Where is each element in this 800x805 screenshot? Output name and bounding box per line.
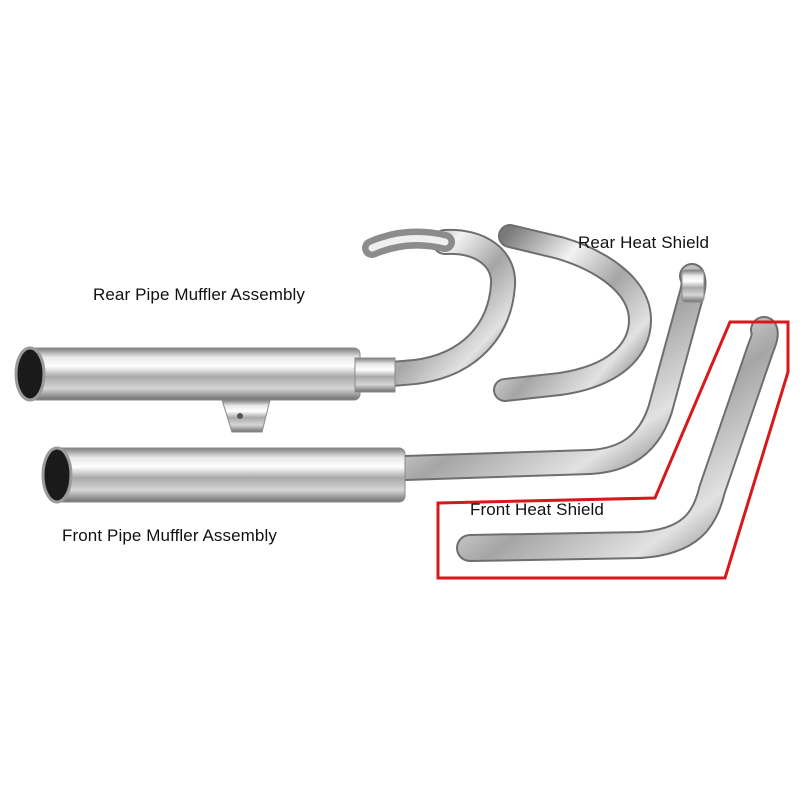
front-pipe-muffler-assembly <box>41 263 707 504</box>
rear-heat-shield-label: Rear Heat Shield <box>578 233 710 252</box>
rear-pipe-muffler-assembly <box>14 228 517 433</box>
rear-pipe-muffler-label: Rear Pipe Muffler Assembly <box>93 285 306 304</box>
front-heat-shield <box>456 316 779 562</box>
highlight-outline <box>436 320 790 580</box>
rear-heat-shield <box>493 224 653 402</box>
front-pipe-muffler-label: Front Pipe Muffler Assembly <box>62 526 277 545</box>
front-heat-shield-label: Front Heat Shield <box>470 500 604 519</box>
